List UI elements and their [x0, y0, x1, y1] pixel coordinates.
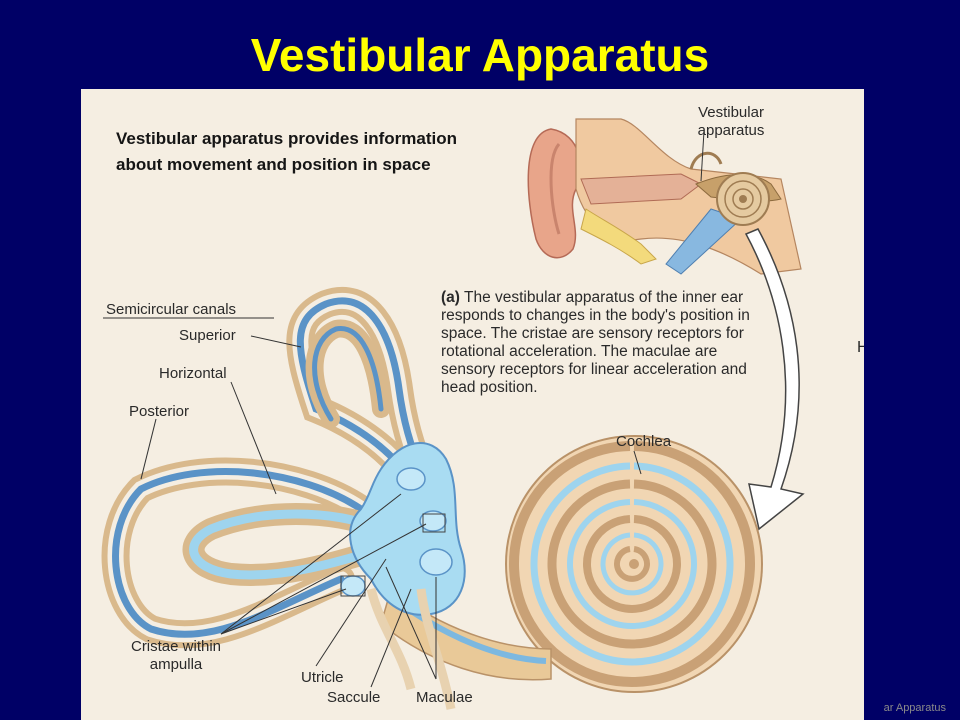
caption-text: The vestibular apparatus of the inner ea…	[441, 289, 750, 396]
cut-off-letter: H	[857, 339, 864, 356]
ampulla-posterior	[340, 575, 366, 597]
label-cochlea: Cochlea	[616, 433, 672, 450]
ampulla-superior	[396, 467, 426, 491]
label-superior: Superior	[179, 327, 236, 344]
figure-panel: Vestibular apparatus provides informatio…	[81, 89, 864, 720]
cochlea	[380, 435, 763, 693]
label-saccule: Saccule	[327, 689, 381, 706]
label-semicircular-canals: Semicircular canals	[106, 301, 237, 318]
label-posterior: Posterior	[129, 403, 190, 420]
figure-caption: (a) The vestibular apparatus of the inne…	[441, 289, 751, 397]
slide-title: Vestibular Apparatus	[250, 29, 710, 81]
footer-text: ar Apparatus	[883, 702, 946, 714]
caption-part-label: (a)	[441, 289, 460, 306]
ear-cross-section	[527, 118, 802, 275]
leader-lines	[103, 317, 642, 688]
inner-ear-illustration	[101, 118, 805, 710]
label-horizontal: Horizontal	[159, 365, 227, 382]
vestibule	[340, 442, 466, 710]
label-cristae-within-ampulla: Cristae within ampulla	[130, 638, 222, 673]
label-maculae: Maculae	[416, 689, 473, 706]
saccule-sac	[419, 548, 453, 576]
intro-text: Vestibular apparatus provides informatio…	[116, 129, 458, 174]
curved-arrow	[744, 228, 805, 531]
label-vestibular-apparatus: Vestibular apparatus	[697, 104, 765, 139]
label-utricle: Utricle	[301, 669, 344, 686]
ampulla-horizontal	[419, 510, 447, 532]
